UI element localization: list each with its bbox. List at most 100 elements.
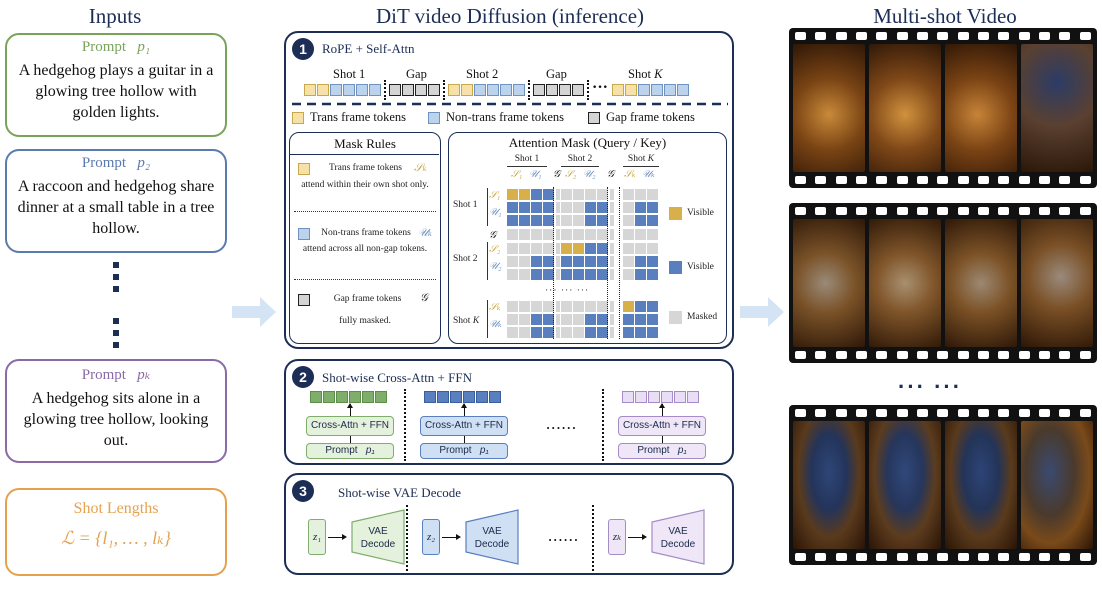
attention-cell (635, 202, 646, 213)
attention-cell (623, 202, 634, 213)
attention-cell (556, 229, 560, 240)
prompt-input-block: Prompt p₁ (618, 443, 706, 459)
latent-z-box: zₖ (608, 519, 626, 555)
prompt-arrow (350, 436, 351, 443)
attention-cell (556, 301, 560, 312)
prompt-1-box: Prompt p₁ A hedgehog plays a guitar in a… (5, 33, 227, 137)
token-gap (533, 84, 545, 96)
attention-cell (507, 189, 518, 200)
attention-cell (519, 215, 530, 226)
attention-cell (610, 243, 614, 254)
video-title: Multi-shot Video (820, 4, 1070, 29)
attention-cell (573, 269, 584, 280)
attn-col-group-shotk: Shot K (623, 153, 659, 167)
grid-separator (619, 187, 620, 339)
attention-cell (635, 301, 646, 312)
ffn-output-token (687, 391, 699, 403)
token-trans (448, 84, 460, 96)
attention-cell (610, 327, 614, 338)
ffn-arrow-head (659, 403, 665, 408)
attention-mask-box: Attention Mask (Query / Key) Shot 1 Shot… (448, 132, 727, 344)
vae-arrow-head (642, 534, 647, 540)
ffn-output-token (476, 391, 488, 403)
panel-3-number: 3 (292, 480, 314, 502)
attention-cell (507, 256, 518, 267)
attention-cell (585, 301, 596, 312)
seq-separator (587, 80, 589, 100)
attention-cell (585, 314, 596, 325)
prompt-1-head: Prompt (82, 39, 126, 55)
attn-grid-ellipsis: ··· ··· ··· (545, 285, 589, 298)
token-nontrans (356, 84, 368, 96)
attn-row-symbol: 𝒢 (489, 229, 496, 242)
prompt-k-head: Prompt (82, 367, 126, 383)
attention-cell (585, 229, 596, 240)
attention-cell (647, 269, 658, 280)
attention-cell (623, 229, 634, 240)
filmk-frame2 (869, 421, 941, 549)
cross-attn-ffn-block: Cross-Attn + FFN (306, 416, 394, 436)
attn-row-group-shot1: Shot 1 (453, 199, 478, 212)
attention-cell (623, 301, 634, 312)
attention-cell (561, 314, 572, 325)
attention-cell (647, 256, 658, 267)
ffn-arrow-head (347, 403, 353, 408)
panel-vae-decode: 3 Shot-wise VAE Decode z₁VAEDecodez₂VAED… (284, 473, 734, 575)
film-strip-shot2 (789, 203, 1097, 363)
token-gap (572, 84, 584, 96)
ffn-output-token (336, 391, 348, 403)
attention-cell (573, 243, 584, 254)
cross-attn-ffn-block: Cross-Attn + FFN (420, 416, 508, 436)
prompt-input-block: Prompt p₁ (420, 443, 508, 459)
attention-cell (610, 215, 614, 226)
attention-cell (647, 314, 658, 325)
attention-cell (647, 301, 658, 312)
attention-cell (556, 215, 560, 226)
attention-cell (623, 215, 634, 226)
token-trans (625, 84, 637, 96)
attention-cell (556, 327, 560, 338)
attention-cell (623, 189, 634, 200)
rule-nontrans-symbol: 𝒰ₖ (418, 227, 432, 240)
attention-cell (647, 327, 658, 338)
attention-cell (507, 202, 518, 213)
attention-cell (561, 301, 572, 312)
film1-frame3 (945, 44, 1017, 172)
attn-row-symbol: 𝒮₂ (489, 243, 500, 256)
filmk-frame3 (945, 421, 1017, 549)
rule-nontrans-desc: attend across all non-gap tokens. (300, 243, 430, 256)
attention-cell (519, 243, 530, 254)
attention-cell (561, 215, 572, 226)
prompt-ellipsis-upper (113, 262, 119, 298)
attention-cell (561, 189, 572, 200)
attention-cell (519, 327, 530, 338)
film-strip-shotk (789, 405, 1097, 565)
attn-col-symbol: 𝒢 (607, 168, 614, 181)
attention-cell (585, 215, 596, 226)
attention-cell (556, 256, 560, 267)
attention-cell (531, 327, 542, 338)
attention-cell (519, 256, 530, 267)
attention-cell (647, 189, 658, 200)
attention-cell (531, 202, 542, 213)
panel-1-title: RoPE + Self-Attn (322, 41, 415, 57)
token-nontrans (638, 84, 650, 96)
token-nontrans (664, 84, 676, 96)
token-nontrans (651, 84, 663, 96)
attn-row-group-shotk: Shot K (453, 315, 479, 328)
attention-cell (573, 314, 584, 325)
filmk-frame4 (1021, 421, 1093, 549)
attn-legend-visible-nontrans-swatch (669, 261, 682, 274)
attention-cell (635, 327, 646, 338)
seq-label-shotk: Shot K (628, 67, 662, 82)
attn-row-symbol: 𝒮₁ (489, 189, 500, 202)
prompt-input-block: Prompt p₁ (306, 443, 394, 459)
attention-cell (573, 256, 584, 267)
ffn-output-token (661, 391, 673, 403)
rule-gap-swatch (298, 294, 310, 306)
attention-cell (610, 202, 614, 213)
attn-row-symbol: 𝒰ₖ (489, 318, 502, 331)
attention-cell (556, 314, 560, 325)
attention-cell (573, 327, 584, 338)
